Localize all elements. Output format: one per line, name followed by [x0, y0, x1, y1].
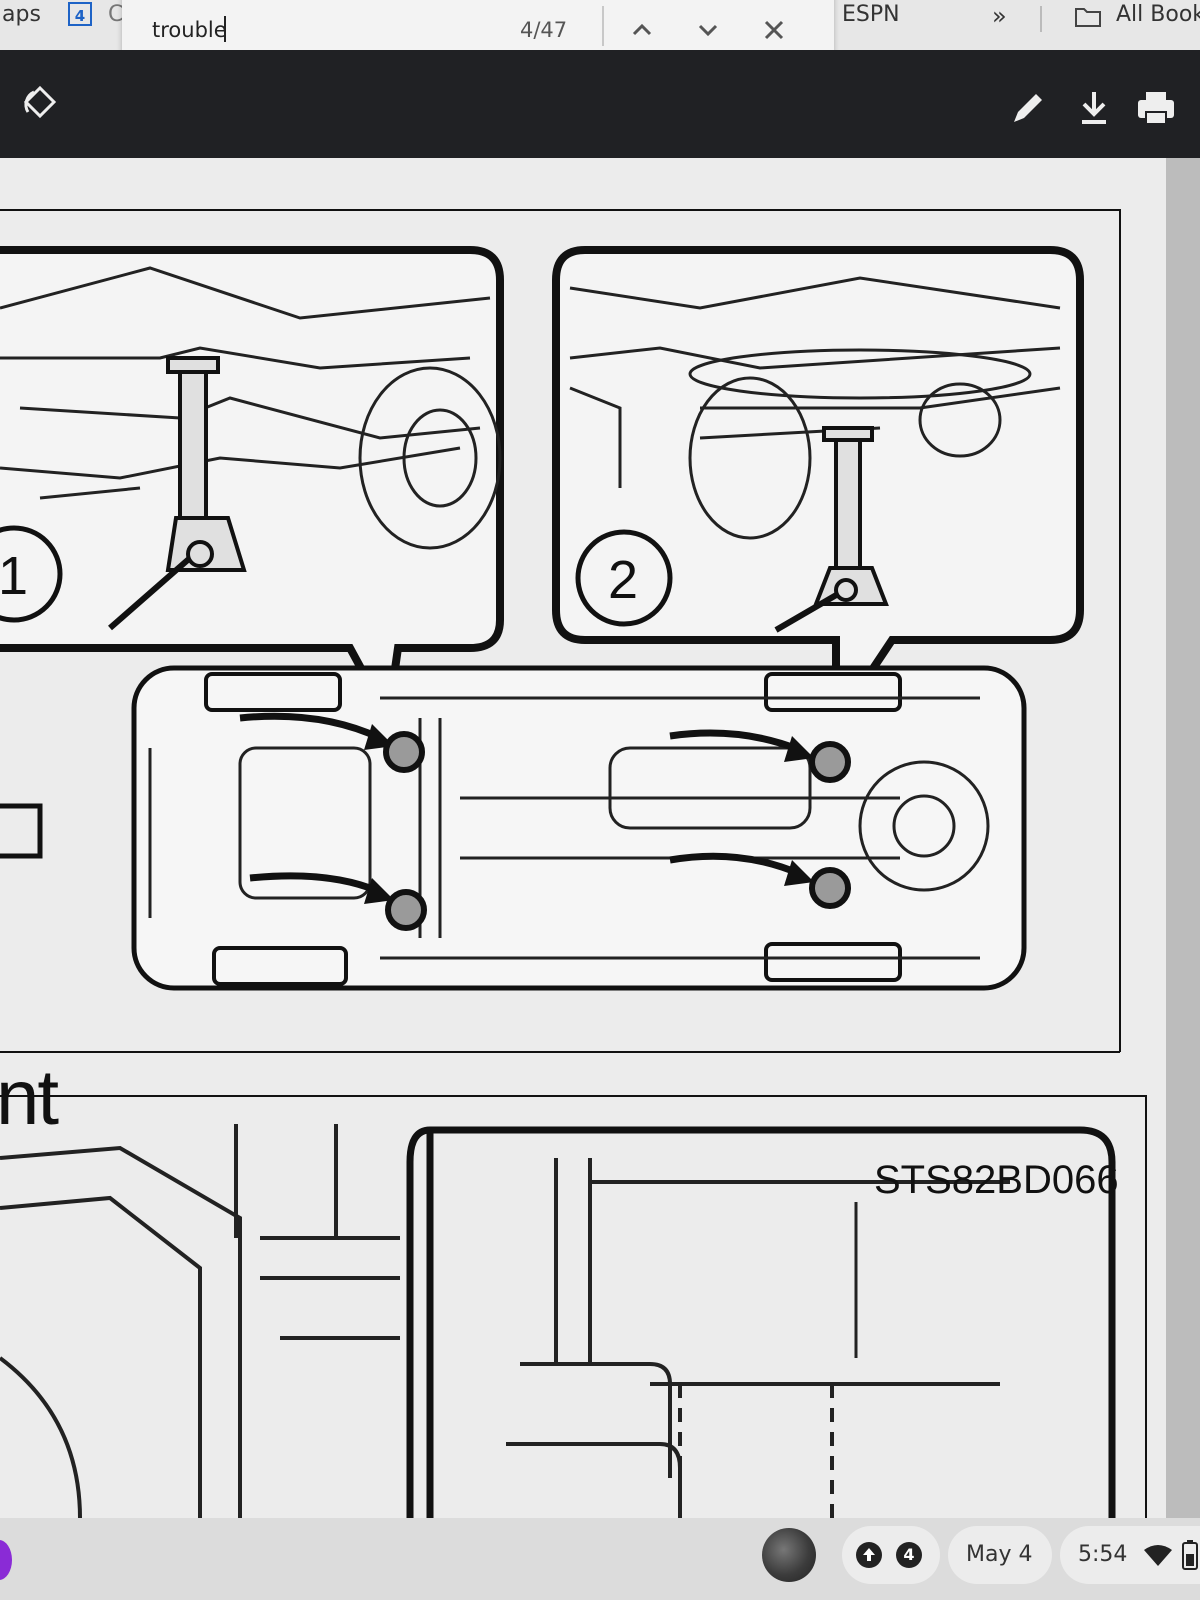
- rotate-icon[interactable]: [18, 82, 62, 126]
- holding-space-thumbnail[interactable]: [762, 1528, 816, 1582]
- upload-icon: [856, 1542, 882, 1568]
- bookmark-espn[interactable]: ESPN: [842, 2, 900, 27]
- taskbar: 4 May 4 5:54: [0, 1518, 1200, 1600]
- print-icon[interactable]: [1134, 86, 1178, 130]
- date-text: May 4: [966, 1542, 1033, 1567]
- lower-diagram: [0, 1095, 1147, 1518]
- callout-number-2: 2: [608, 550, 638, 610]
- page-edge: [1166, 158, 1200, 1518]
- callout-panel-2: 2: [552, 246, 1084, 738]
- notification-tray[interactable]: 4: [842, 1526, 940, 1584]
- callout-number-1: 1: [0, 546, 28, 606]
- more-bookmarks-icon[interactable]: »: [992, 2, 1007, 30]
- text-caret: [224, 16, 226, 42]
- pdf-toolbar: [0, 50, 1200, 158]
- pdf-page: 1 2: [0, 158, 1176, 1518]
- bookmarks-divider: [1040, 6, 1042, 32]
- callout-panel-1: 1: [0, 246, 504, 731]
- close-icon[interactable]: [754, 10, 794, 50]
- page-text-fragment: nt: [0, 1053, 59, 1141]
- vehicle-underside: [131, 665, 1027, 991]
- find-divider: [602, 6, 604, 46]
- notification-count-badge: 4: [896, 1542, 922, 1568]
- status-tray[interactable]: 5:54: [1060, 1526, 1200, 1584]
- chevron-up-icon[interactable]: [622, 10, 662, 50]
- edit-icon[interactable]: [1006, 86, 1050, 130]
- find-match-count: 4/47: [520, 18, 568, 42]
- chevron-down-icon[interactable]: [688, 10, 728, 50]
- launcher-icon[interactable]: [0, 1540, 12, 1580]
- bookmark-c[interactable]: C: [108, 2, 124, 27]
- wifi-icon: [1144, 1545, 1172, 1566]
- date-tray[interactable]: May 4: [948, 1526, 1052, 1584]
- tab-count-icon[interactable]: 4: [68, 2, 92, 26]
- find-input[interactable]: [152, 18, 452, 42]
- bookmark-aps[interactable]: aps: [2, 2, 41, 27]
- battery-icon: [1182, 1540, 1198, 1570]
- jacking-points-diagram: 1 2: [0, 209, 1147, 1518]
- folder-icon[interactable]: [1074, 6, 1102, 28]
- bookmark-all-bookmarks[interactable]: All Book: [1116, 2, 1200, 27]
- download-icon[interactable]: [1072, 86, 1116, 130]
- figure-code: STS82BD066: [874, 1158, 1119, 1202]
- clock-text: 5:54: [1078, 1542, 1128, 1567]
